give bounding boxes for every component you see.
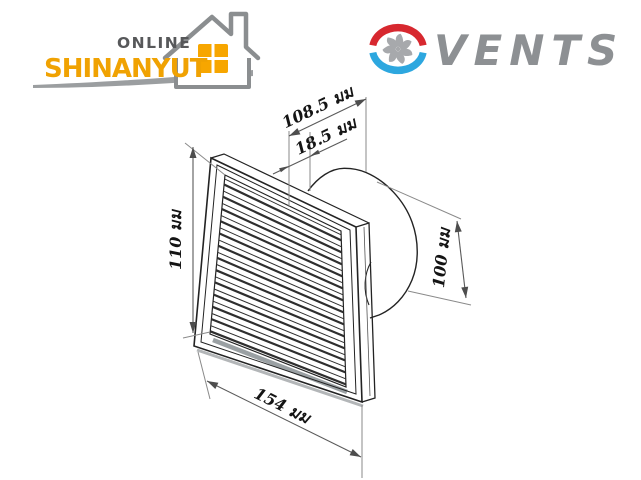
shinanyut-logo: ONLINE SHINANYUT xyxy=(33,11,261,89)
dim-label-grille-height: 110 มม xyxy=(166,209,185,271)
vents-fan-icon xyxy=(369,23,427,75)
fan-icon-red-arc xyxy=(369,23,427,46)
duct-end-rim xyxy=(364,261,372,306)
fan-icon-blue-arc xyxy=(369,52,427,75)
louvers xyxy=(209,178,347,386)
fan-impeller xyxy=(382,33,413,64)
frame-side-chamfer xyxy=(363,226,371,397)
dimension-duct-diameter: 100 มม xyxy=(376,181,472,306)
logo-underline-swoosh xyxy=(33,70,253,88)
online-label: ONLINE xyxy=(117,34,191,52)
house-icon xyxy=(162,11,261,89)
dimension-grille-width: 154 มม xyxy=(197,351,363,478)
vents-brand-text: VENTS xyxy=(434,26,624,75)
frame-front-face xyxy=(193,156,363,404)
dim-label-grille-width: 154 มม xyxy=(251,384,315,428)
dim-label-duct-diameter: 100 มม xyxy=(429,226,454,289)
dimension-grille-height: 110 มม xyxy=(166,142,226,339)
duct-outline xyxy=(307,167,418,319)
vent-grille-drawing xyxy=(193,153,418,408)
frame-back-top-edge xyxy=(210,153,370,224)
vents-logo: VENTS xyxy=(369,23,624,75)
shinanyut-brand-text: SHINANYUT xyxy=(44,54,208,84)
frame-side-face xyxy=(355,222,376,403)
